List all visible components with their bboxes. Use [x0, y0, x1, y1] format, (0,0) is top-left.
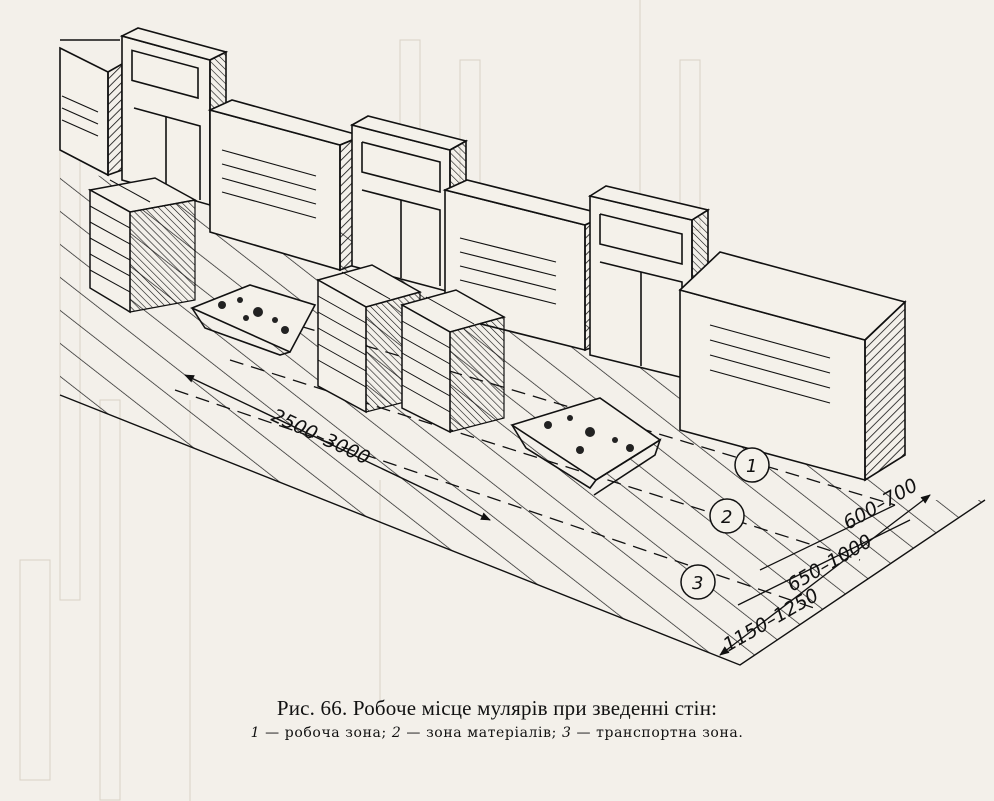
- brick-stack-1: [87, 177, 198, 314]
- brick-pattern: [61, 95, 99, 137]
- zone-markers: [680, 447, 770, 600]
- mortar-boxes: [189, 284, 662, 496]
- figure-caption: Рис. 66. Робоче місце мулярів при зведен…: [0, 696, 994, 741]
- door-frame-2: [349, 115, 469, 294]
- zone-width-dimensions: [719, 494, 931, 656]
- legend-num-2: 2: [391, 725, 402, 741]
- legend-text-3: — транспортна зона.: [576, 725, 744, 741]
- caption-legend: 1 — робоча зона; 2 — зона матеріалів; 3 …: [0, 725, 994, 741]
- caption-title: Рис. 66. Робоче місце мулярів при зведен…: [276, 696, 718, 720]
- wall-panel-4: [678, 251, 907, 482]
- legend-num-1: 1: [250, 725, 261, 741]
- legend-text-1: — робоча зона;: [265, 725, 387, 741]
- brick-wall: [59, 27, 907, 482]
- legend-num-3: 3: [561, 725, 572, 741]
- brick-stack-3: [400, 289, 506, 434]
- zone-marker-3: 3: [692, 573, 703, 594]
- mortar-box-1: [189, 284, 317, 356]
- zone-marker-2: 2: [721, 507, 732, 528]
- legend-text-2: — зона матеріалів;: [406, 725, 557, 741]
- mortar-box-2: [510, 397, 662, 496]
- zone-marker-1: 1: [746, 456, 757, 477]
